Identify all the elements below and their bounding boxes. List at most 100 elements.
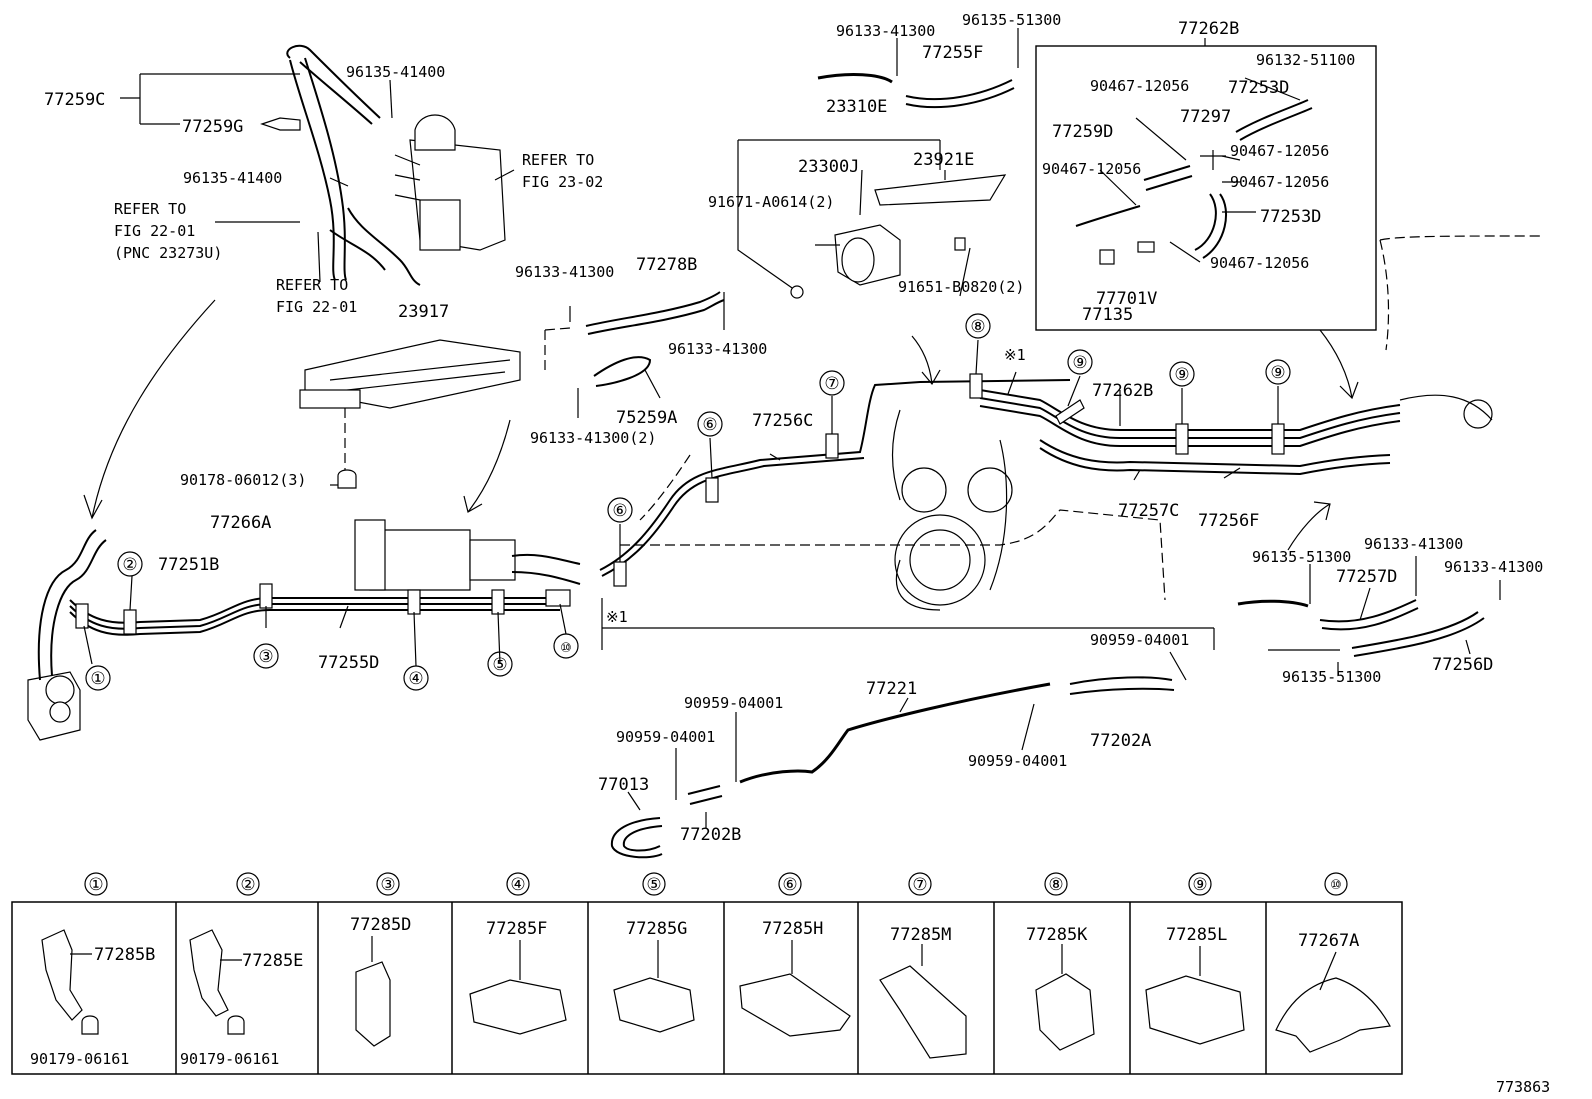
label-mark1-a: ※1 xyxy=(1004,346,1026,364)
legend-part-77285M: 77285M xyxy=(890,925,951,945)
label-77262B-main: 77262B xyxy=(1092,381,1153,401)
label-77255F: 77255F xyxy=(922,43,983,63)
svg-text:⑦: ⑦ xyxy=(912,875,927,895)
legend-part-77285D: 77285D xyxy=(350,915,411,935)
legend-part-77285L: 77285L xyxy=(1166,925,1227,945)
callout-7: ⑦ xyxy=(819,370,845,396)
label-96133-41300-b: 96133-41300 xyxy=(515,263,614,281)
svg-text:③: ③ xyxy=(258,647,273,667)
legend-num-2: ② xyxy=(236,872,260,896)
label-fig-22-01-a: FIG 22-01 xyxy=(114,222,195,240)
label-23300J: 23300J xyxy=(798,157,859,177)
canister-group: 77259C 77259G 96135-41400 96135-41400 RE… xyxy=(44,44,603,520)
label-77135: 77135 xyxy=(1082,305,1133,325)
svg-text:①: ① xyxy=(90,669,105,689)
box-77262B: 77262B 96132-51100 90467-12056 77253D 77… xyxy=(1035,19,1377,331)
label-96135-51300-c: 96135-51300 xyxy=(1282,668,1381,686)
label-mark1-b: ※1 xyxy=(606,608,628,626)
label-90467-12056-c: 90467-12056 xyxy=(1042,160,1141,178)
legend-part-77285E: 77285E xyxy=(242,951,303,971)
label-90467-12056-d: 90467-12056 xyxy=(1230,173,1329,191)
label-77257D: 77257D xyxy=(1336,567,1397,587)
label-23917: 23917 xyxy=(398,302,449,322)
svg-text:③: ③ xyxy=(380,875,395,895)
legend-part-77285K: 77285K xyxy=(1026,925,1088,945)
callout-9-c: ⑨ xyxy=(1265,359,1291,385)
svg-text:①: ① xyxy=(88,875,103,895)
callout-9-b: ⑨ xyxy=(1169,361,1195,387)
label-77202B: 77202B xyxy=(680,825,741,845)
label-77255D: 77255D xyxy=(318,653,379,673)
svg-text:⑨: ⑨ xyxy=(1270,363,1285,383)
svg-text:⑤: ⑤ xyxy=(646,875,661,895)
label-77259D: 77259D xyxy=(1052,122,1113,142)
label-96133-41300-d: 96133-41300(2) xyxy=(530,429,656,447)
legend-parts: 77285B 90179-06161 77285E 90179-06161 77… xyxy=(30,915,1391,1068)
label-90959-04001-a: 90959-04001 xyxy=(1090,631,1189,649)
label-23310E: 23310E xyxy=(826,97,887,117)
label-77256F: 77256F xyxy=(1198,511,1259,531)
label-fig-23-02: FIG 23-02 xyxy=(522,173,603,191)
label-77262B-box: 77262B xyxy=(1178,19,1239,39)
label-77253D-a: 77253D xyxy=(1228,78,1289,98)
legend-num-7: ⑦ xyxy=(908,872,932,896)
label-refer-to-b: REFER TO xyxy=(114,200,186,218)
label-77256C: 77256C xyxy=(752,411,813,431)
callout-9-a: ⑨ xyxy=(1067,349,1093,375)
legend-num-9: ⑨ xyxy=(1188,872,1212,896)
vsv-group: 96133-41300 96135-51300 77255F 23310E 23… xyxy=(708,11,1061,299)
legend-part-90179-06161-a: 90179-06161 xyxy=(30,1050,129,1068)
legend-num-5: ⑤ xyxy=(642,872,666,896)
callout-4: ④ xyxy=(403,665,429,691)
legend-part-77285B: 77285B xyxy=(94,945,155,965)
svg-text:⑨: ⑨ xyxy=(1174,365,1189,385)
label-77259G: 77259G xyxy=(182,117,243,137)
label-77221: 77221 xyxy=(866,679,917,699)
svg-text:④: ④ xyxy=(510,875,525,895)
label-77278B: 77278B xyxy=(636,255,697,275)
legend-num-8: ⑧ xyxy=(1044,872,1068,896)
label-96133-41300-a: 96133-41300 xyxy=(836,22,935,40)
callout-6-b: ⑥ xyxy=(697,411,723,437)
label-77251B: 77251B xyxy=(158,555,219,575)
callout-8: ⑧ xyxy=(965,313,991,339)
callout-6-a: ⑥ xyxy=(607,497,633,523)
legend-num-4: ④ xyxy=(506,872,530,896)
svg-text:⑦: ⑦ xyxy=(824,374,839,394)
label-96135-41400-b: 96135-41400 xyxy=(183,169,282,187)
svg-text:⑩: ⑩ xyxy=(560,641,572,656)
callout-10: ⑩ xyxy=(553,633,579,659)
svg-text:⑨: ⑨ xyxy=(1192,875,1207,895)
label-77253D-b: 77253D xyxy=(1260,207,1321,227)
label-23921E: 23921E xyxy=(913,150,974,170)
callout-2: ② xyxy=(117,551,143,577)
label-90959-04001-d: 90959-04001 xyxy=(968,752,1067,770)
label-96132-51100: 96132-51100 xyxy=(1256,51,1355,69)
label-77701V: 77701V xyxy=(1096,289,1157,309)
label-77257C: 77257C xyxy=(1118,501,1179,521)
label-96133-41300-c: 96133-41300 xyxy=(668,340,767,358)
svg-text:④: ④ xyxy=(408,669,423,689)
label-77256D: 77256D xyxy=(1432,655,1493,675)
label-96133-41300-e: 96133-41300 xyxy=(1364,535,1463,553)
label-77297: 77297 xyxy=(1180,107,1231,127)
svg-text:⑩: ⑩ xyxy=(1330,878,1342,893)
label-90467-12056-a: 90467-12056 xyxy=(1090,77,1189,95)
label-90959-04001-c: 90959-04001 xyxy=(616,728,715,746)
svg-text:⑥: ⑥ xyxy=(782,875,797,895)
label-90467-12056-e: 90467-12056 xyxy=(1210,254,1309,272)
svg-text:②: ② xyxy=(240,875,255,895)
group-23917: 96133-41300 77278B 96133-41300 23917 752… xyxy=(180,255,767,513)
svg-text:②: ② xyxy=(122,555,137,575)
label-96135-51300-a: 96135-51300 xyxy=(962,11,1061,29)
callouts-main: ① ② ③ ④ ⑤ ⑩ ⑥ ⑥ ⑦ ⑧ ⑨ ⑨ ⑨ xyxy=(85,313,1291,691)
group-77257D: 96135-51300 96133-41300 96133-41300 7725… xyxy=(1237,535,1543,686)
group-77221: 90959-04001 77221 90959-04001 90959-0400… xyxy=(598,631,1189,859)
legend-part-77285F: 77285F xyxy=(486,919,547,939)
legend-num-3: ③ xyxy=(376,872,400,896)
legend-part-77285H: 77285H xyxy=(762,919,823,939)
legend-part-77267A: 77267A xyxy=(1298,931,1359,951)
legend-num-6: ⑥ xyxy=(778,872,802,896)
label-96133-41300-f: 96133-41300 xyxy=(1444,558,1543,576)
